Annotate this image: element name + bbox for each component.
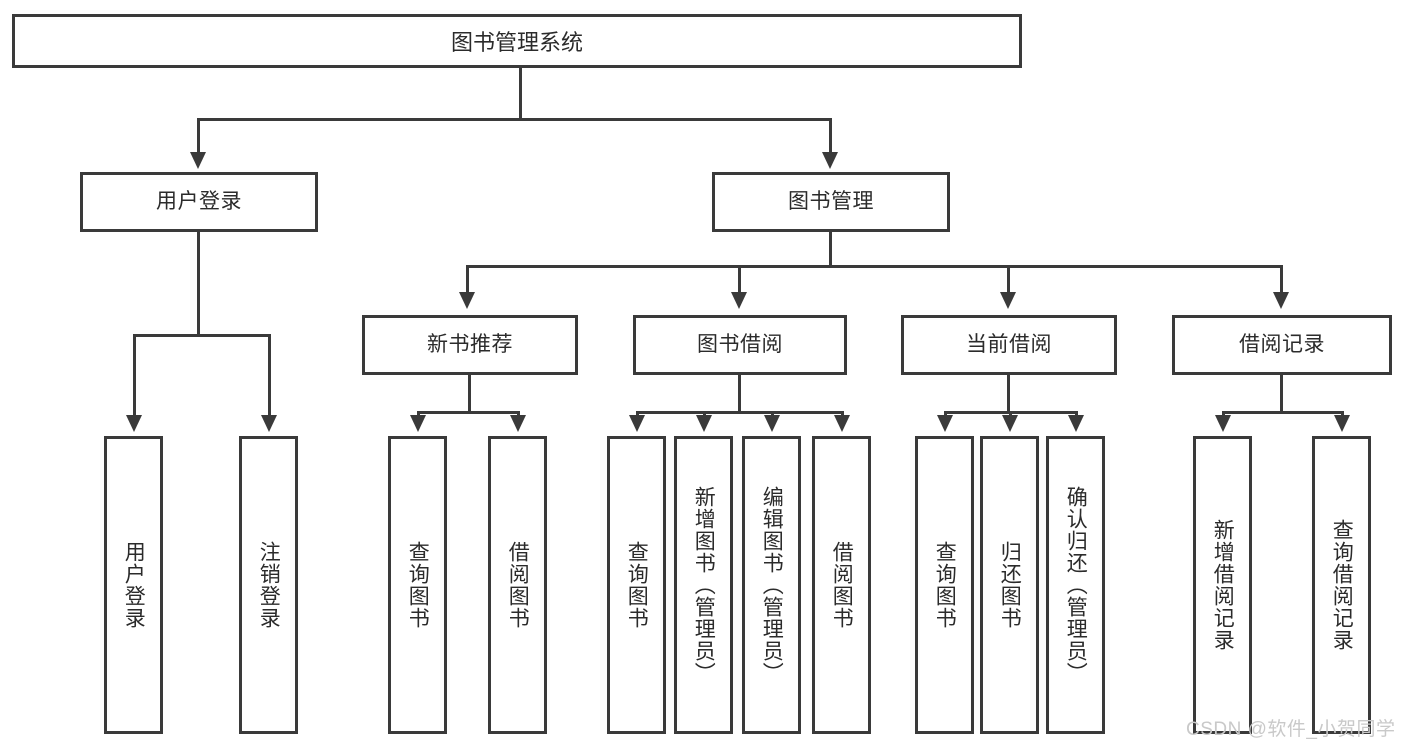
edge-book-borrow-bus: [636, 411, 844, 414]
edge-book-mgmt-drop-1: [466, 265, 469, 295]
leaf-label: 新增图书（管理员）: [692, 486, 716, 684]
node-book-management[interactable]: 图书管理: [712, 172, 950, 232]
edge-new-book-bus: [417, 411, 520, 414]
arrow-user-login-leaf-2: [261, 415, 277, 432]
leaf-label: 用户登录: [122, 541, 146, 629]
edge-current-borrow-stem: [1007, 375, 1010, 413]
edge-book-mgmt-stem: [829, 232, 832, 267]
leaf-borrow-record-add[interactable]: 新增借阅记录: [1193, 436, 1252, 734]
leaf-new-book-borrow[interactable]: 借阅图书: [488, 436, 547, 734]
node-label: 图书管理系统: [450, 30, 583, 55]
leaf-book-borrow-edit[interactable]: 编辑图书（管理员）: [742, 436, 801, 734]
leaf-book-borrow-borrow[interactable]: 借阅图书: [812, 436, 871, 734]
leaf-current-borrow-query[interactable]: 查询图书: [915, 436, 974, 734]
arrow-book-borrow-leaf-3: [764, 415, 780, 432]
arrow-book-borrow-leaf-4: [834, 415, 850, 432]
node-label: 新书推荐: [427, 333, 513, 357]
arrow-to-new-book: [459, 292, 475, 309]
arrow-user-login-leaf-1: [126, 415, 142, 432]
edge-root-to-user-login: [197, 118, 200, 155]
edge-user-login-drop-2: [268, 334, 271, 418]
leaf-book-borrow-add[interactable]: 新增图书（管理员）: [674, 436, 733, 734]
edge-root-to-book-mgmt: [829, 118, 832, 155]
leaf-label: 借阅图书: [506, 541, 530, 629]
arrow-book-borrow-leaf-2: [696, 415, 712, 432]
arrow-to-current-borrow: [1000, 292, 1016, 309]
leaf-current-borrow-return[interactable]: 归还图书: [980, 436, 1039, 734]
arrow-new-book-leaf-1: [410, 415, 426, 432]
node-root-system[interactable]: 图书管理系统: [12, 14, 1022, 68]
leaf-user-login-login[interactable]: 用户登录: [104, 436, 163, 734]
arrow-to-borrow-record: [1273, 292, 1289, 309]
node-book-borrow[interactable]: 图书借阅: [633, 315, 847, 375]
arrow-current-borrow-leaf-1: [937, 415, 953, 432]
node-user-login[interactable]: 用户登录: [80, 172, 318, 232]
arrow-borrow-record-leaf-1: [1215, 415, 1231, 432]
node-label: 图书借阅: [697, 333, 783, 357]
arrow-current-borrow-leaf-3: [1068, 415, 1084, 432]
edge-borrow-record-stem: [1280, 375, 1283, 413]
edge-user-login-drop-1: [133, 334, 136, 418]
arrow-new-book-leaf-2: [510, 415, 526, 432]
leaf-label: 查询图书: [933, 541, 957, 629]
node-label: 用户登录: [156, 190, 242, 214]
edge-new-book-stem: [468, 375, 471, 413]
arrow-to-book-borrow: [731, 292, 747, 309]
watermark-text: CSDN @软件_小贺同学: [1186, 719, 1396, 740]
arrow-to-user-login: [190, 152, 206, 169]
leaf-label: 借阅图书: [830, 541, 854, 629]
arrow-to-book-mgmt: [822, 152, 838, 169]
node-label: 当前借阅: [966, 333, 1052, 357]
leaf-label: 查询图书: [625, 541, 649, 629]
leaf-label: 注销登录: [257, 541, 281, 629]
edge-book-mgmt-drop-2: [738, 265, 741, 295]
edge-root-bus: [197, 118, 832, 121]
node-label: 借阅记录: [1239, 333, 1325, 357]
leaf-user-login-logout[interactable]: 注销登录: [239, 436, 298, 734]
arrow-current-borrow-leaf-2: [1002, 415, 1018, 432]
leaf-new-book-query[interactable]: 查询图书: [388, 436, 447, 734]
arrow-borrow-record-leaf-2: [1334, 415, 1350, 432]
leaf-current-borrow-confirm[interactable]: 确认归还（管理员）: [1046, 436, 1105, 734]
edge-book-mgmt-drop-3: [1007, 265, 1010, 295]
edge-user-login-bus: [133, 334, 271, 337]
edge-book-borrow-stem: [738, 375, 741, 413]
leaf-label: 新增借阅记录: [1211, 519, 1235, 651]
leaf-label: 归还图书: [998, 541, 1022, 629]
edge-root-stem: [519, 68, 522, 120]
node-new-book-recommend[interactable]: 新书推荐: [362, 315, 578, 375]
leaf-book-borrow-query[interactable]: 查询图书: [607, 436, 666, 734]
leaf-label: 查询借阅记录: [1330, 519, 1354, 651]
edge-borrow-record-bus: [1222, 411, 1344, 414]
edge-user-login-stem: [197, 232, 200, 336]
node-borrow-record[interactable]: 借阅记录: [1172, 315, 1392, 375]
edge-book-mgmt-drop-4: [1280, 265, 1283, 295]
edge-book-mgmt-bus: [466, 265, 1280, 268]
leaf-label: 编辑图书（管理员）: [760, 486, 784, 684]
leaf-label: 查询图书: [406, 541, 430, 629]
leaf-label: 确认归还（管理员）: [1064, 486, 1088, 684]
node-label: 图书管理: [788, 190, 874, 214]
leaf-borrow-record-query[interactable]: 查询借阅记录: [1312, 436, 1371, 734]
arrow-book-borrow-leaf-1: [629, 415, 645, 432]
node-current-borrow[interactable]: 当前借阅: [901, 315, 1117, 375]
watermark: CSDN @软件_小贺同学: [1186, 714, 1395, 741]
